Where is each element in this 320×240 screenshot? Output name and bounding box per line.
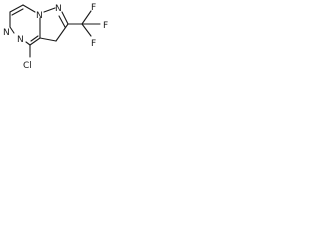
bond-n-pyrazole-to-c-cf3 <box>61 11 69 25</box>
atom-n-pyrazole: N <box>55 4 62 14</box>
bond-n-bridge-to-n-pyrazole <box>43 7 56 13</box>
bond-c-bottom-to-c-fusion-double <box>30 35 39 42</box>
molecule-structure-diagram: N N N N Cl F F F <box>3 3 108 71</box>
bond-ring6-top-double <box>11 8 24 16</box>
atom-n-top-left: N <box>3 28 10 38</box>
atom-f-top: F <box>91 3 96 13</box>
atom-n-bridge: N <box>36 11 43 21</box>
bond-c-quaternary-to-f-lower <box>81 23 92 37</box>
atom-f-right: F <box>103 21 108 31</box>
bond-n-bridge-to-c-top <box>22 4 36 13</box>
bond-ring6-top <box>9 4 24 13</box>
bond-ring6-left-lower <box>9 26 15 34</box>
atom-n-lower: N <box>17 35 24 45</box>
atom-f-lower: F <box>91 39 96 49</box>
atom-cl: Cl <box>23 61 32 71</box>
bond-n-lower-to-c-bottom <box>25 41 31 46</box>
bond-c-ring-to-c-fusion <box>39 37 57 42</box>
bond-c-quaternary-to-f-top <box>81 10 92 25</box>
bond-n-pyrazole-to-c-cf3-double <box>58 15 66 28</box>
bond-c-cf3-to-c-ring <box>55 23 69 42</box>
bond-c-bottom-to-c-fusion <box>29 37 41 46</box>
